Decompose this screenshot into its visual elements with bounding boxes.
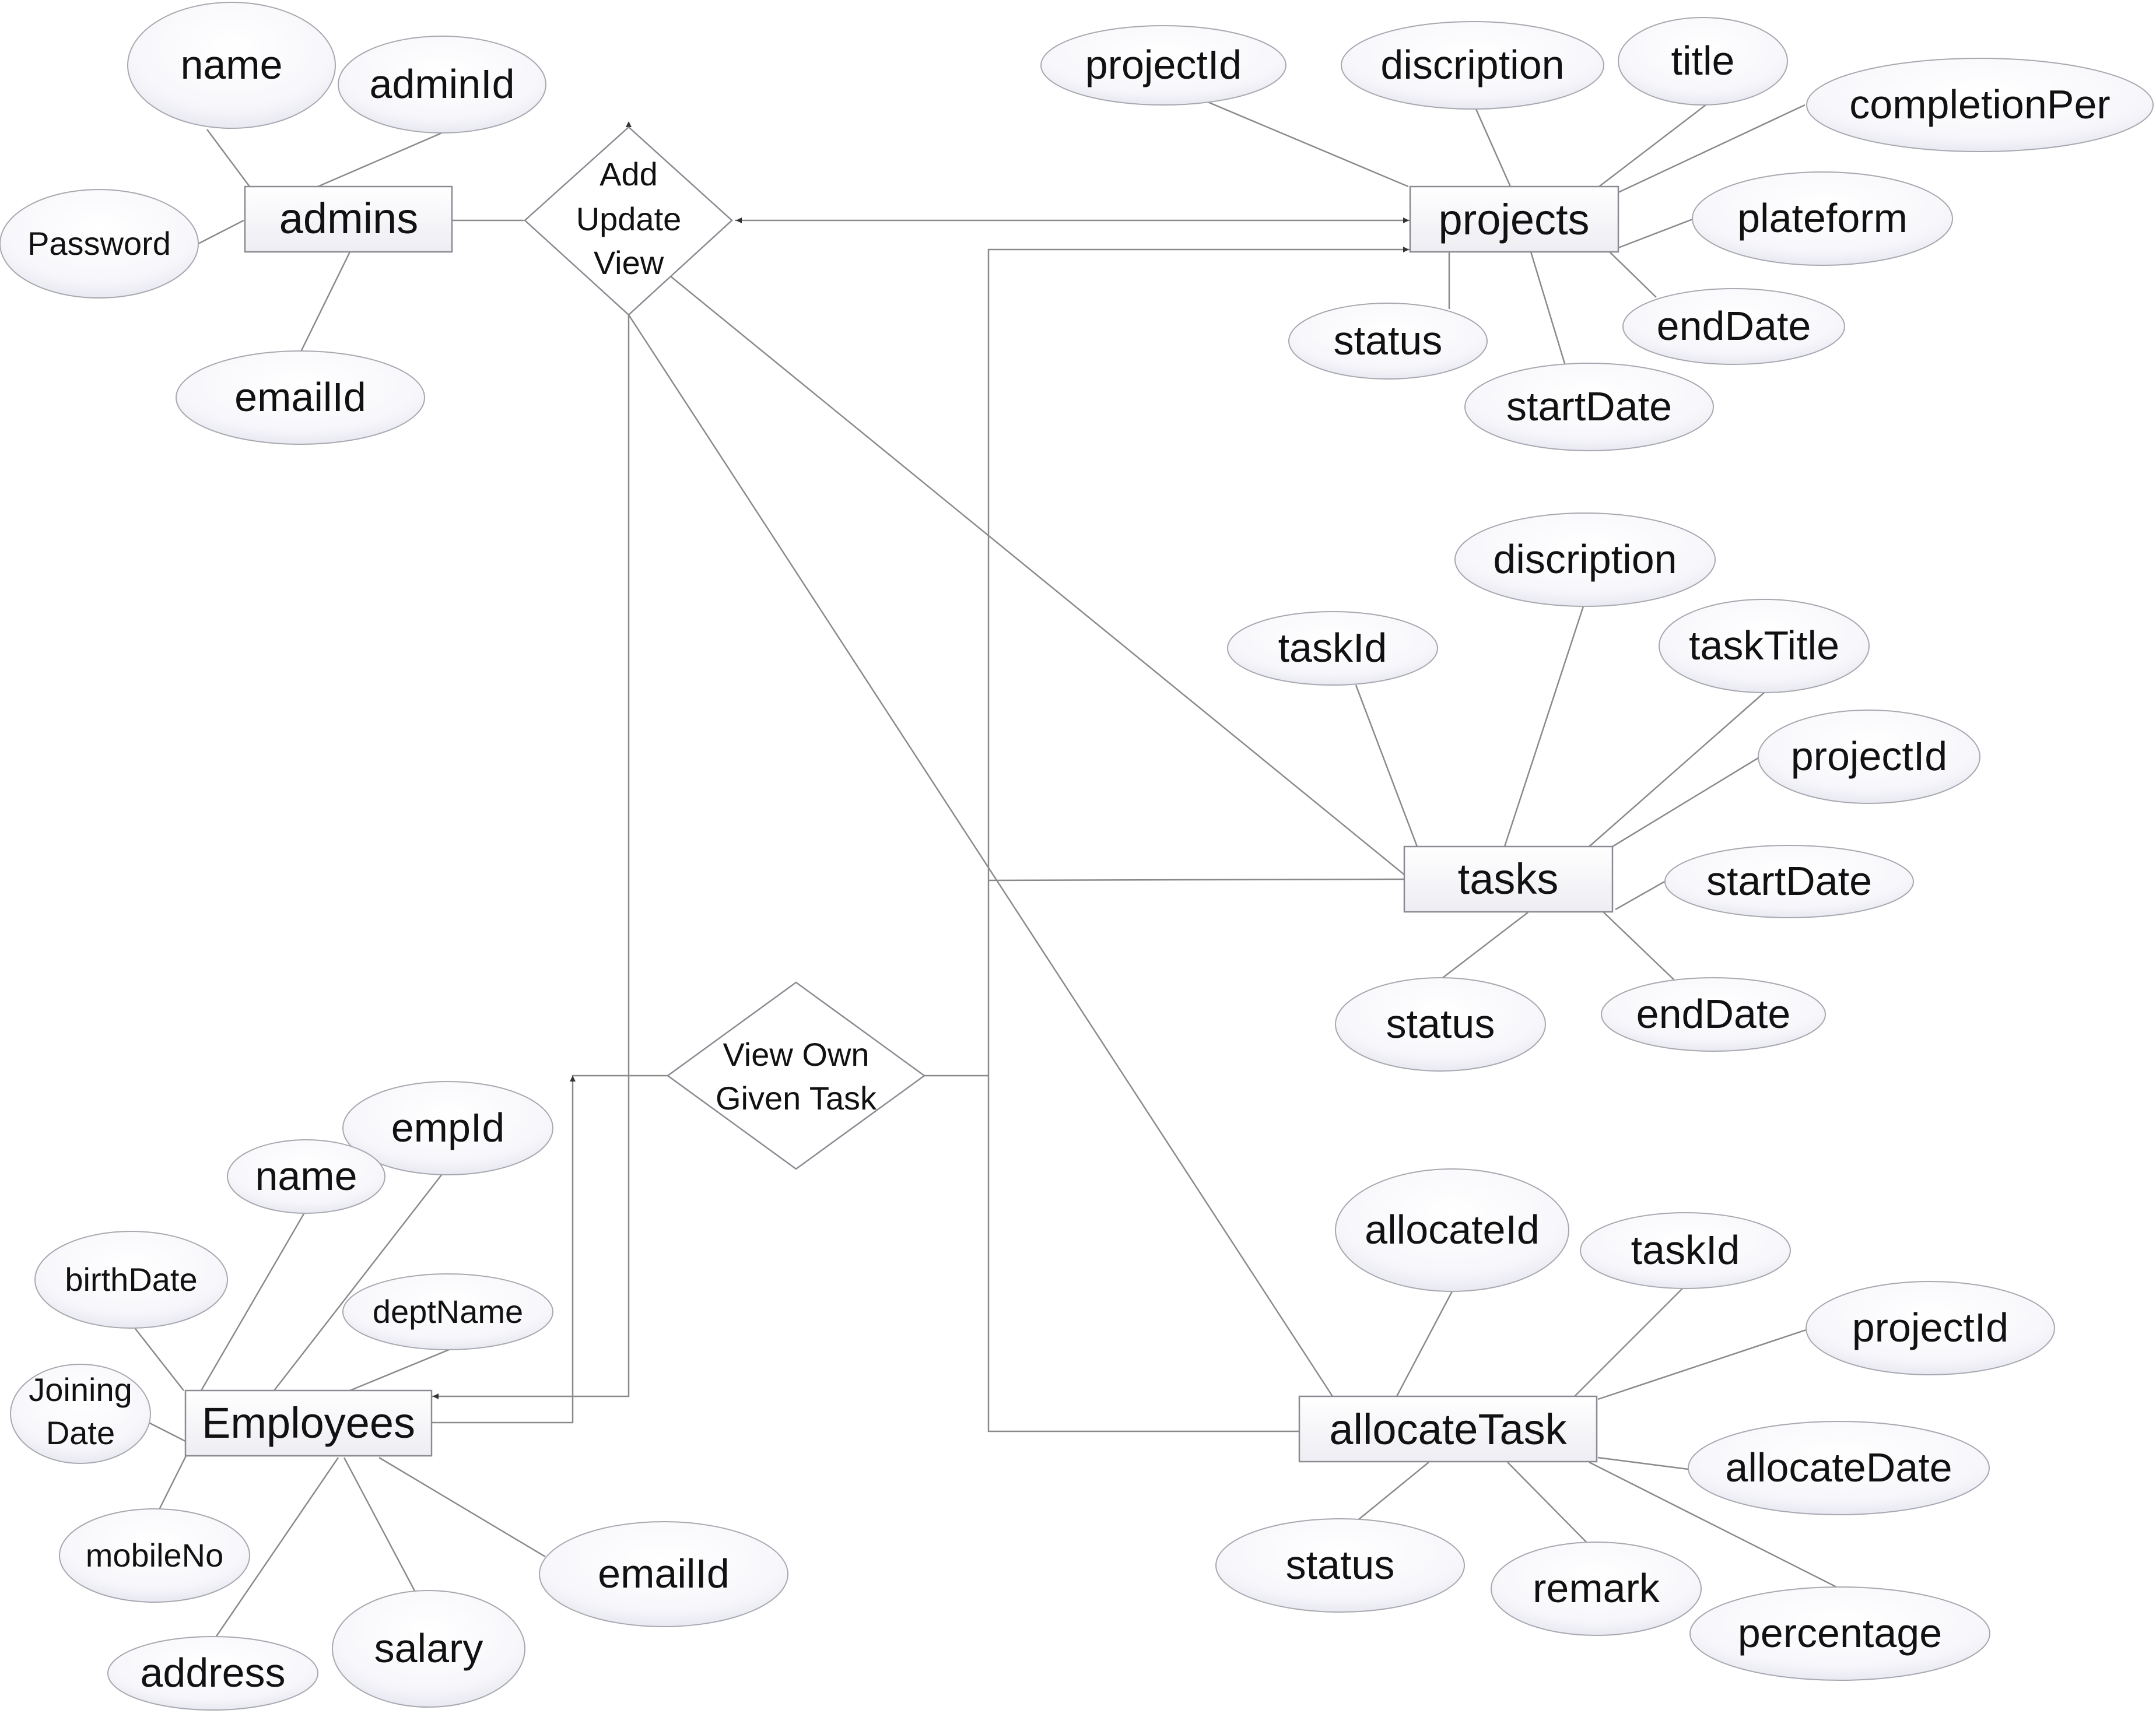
relationship-label-line-1: View Own — [723, 1036, 869, 1073]
attribute-allocate-task-allocate-date[interactable]: allocateDate — [1688, 1421, 1990, 1515]
attribute-tasks-end-date[interactable]: endDate — [1601, 977, 1826, 1052]
attribute-label: taskId — [1631, 1227, 1740, 1273]
attribute-employees-emp-id[interactable]: empId — [342, 1081, 553, 1175]
attribute-label: completionPer — [1849, 82, 2110, 127]
attribute-tasks-discription[interactable]: discription — [1454, 512, 1716, 607]
attribute-label: status — [1386, 1001, 1495, 1047]
attribute-admins-email-id[interactable]: emailId — [176, 350, 425, 445]
relationship-label-line-1: Add — [600, 156, 658, 192]
attribute-projects-start-date[interactable]: startDate — [1464, 363, 1714, 451]
entity-label: tasks — [1458, 855, 1559, 903]
attribute-label: startDate — [1506, 384, 1672, 429]
attribute-tasks-project-id[interactable]: projectId — [1758, 710, 1980, 804]
attribute-label-line-2: Date — [46, 1414, 115, 1451]
attribute-label: adminId — [369, 61, 514, 107]
attribute-allocate-task-project-id[interactable]: projectId — [1806, 1281, 2055, 1375]
entity-admins[interactable]: admins — [244, 185, 453, 253]
attribute-label: mobileNo — [86, 1537, 224, 1574]
attribute-projects-completion-per[interactable]: completionPer — [1806, 58, 2154, 152]
entity-label: Employees — [202, 1399, 415, 1447]
attribute-employees-birth-date[interactable]: birthDate — [34, 1231, 228, 1329]
attribute-label: Password — [27, 225, 171, 262]
attribute-employees-email-id[interactable]: emailId — [539, 1521, 788, 1627]
attribute-label: startDate — [1706, 858, 1872, 904]
relationship-add-update-view[interactable]: Add Update View — [524, 126, 733, 316]
entity-allocate-task[interactable]: allocateTask — [1298, 1395, 1598, 1463]
attribute-label: percentage — [1738, 1610, 1942, 1656]
attribute-label: projectId — [1085, 42, 1242, 87]
attribute-label: status — [1334, 318, 1443, 363]
entity-tasks[interactable]: tasks — [1403, 845, 1614, 913]
attribute-label: endDate — [1636, 991, 1791, 1037]
attribute-label: projectId — [1791, 733, 1947, 779]
attribute-label-line-1: Joining — [29, 1371, 132, 1408]
relationship-label-line-2: Given Task — [716, 1080, 877, 1116]
attribute-label: status — [1286, 1542, 1395, 1588]
attribute-admins-admin-id[interactable]: adminId — [338, 36, 546, 134]
relationship-label-line-2: Update — [576, 201, 682, 237]
attribute-admins-password[interactable]: Password — [0, 189, 199, 299]
entity-label: admins — [279, 194, 419, 243]
attribute-label: discription — [1380, 42, 1564, 87]
attribute-label: discription — [1493, 536, 1677, 582]
attribute-label: emailId — [598, 1551, 730, 1596]
attribute-label: title — [1671, 38, 1735, 83]
attribute-label: salary — [374, 1625, 483, 1671]
attribute-allocate-task-task-id[interactable]: taskId — [1580, 1212, 1791, 1289]
attribute-employees-joining-date[interactable]: Joining Date — [10, 1364, 151, 1464]
attribute-label: deptName — [373, 1293, 523, 1330]
attribute-projects-title[interactable]: title — [1618, 17, 1788, 106]
attribute-label: plateform — [1737, 195, 1908, 241]
attribute-label: projectId — [1852, 1305, 2008, 1350]
attribute-label: remark — [1533, 1565, 1660, 1611]
attribute-projects-status[interactable]: status — [1288, 303, 1488, 380]
entity-label: allocateTask — [1329, 1405, 1567, 1453]
attribute-employees-address[interactable]: address — [107, 1636, 318, 1711]
attribute-projects-plateform[interactable]: plateform — [1692, 171, 1953, 266]
relationship-view-own-given-task[interactable]: View Own Given Task — [666, 981, 926, 1170]
entity-label: projects — [1438, 195, 1589, 244]
attribute-employees-salary[interactable]: salary — [332, 1590, 525, 1708]
attribute-employees-mobile-no[interactable]: mobileNo — [59, 1508, 250, 1603]
attribute-tasks-status[interactable]: status — [1335, 977, 1546, 1072]
attribute-allocate-task-percentage[interactable]: percentage — [1689, 1586, 1990, 1681]
attribute-employees-dept-name[interactable]: deptName — [342, 1273, 553, 1350]
attribute-label: empId — [391, 1105, 505, 1150]
attribute-projects-discription[interactable]: discription — [1341, 21, 1604, 110]
attribute-tasks-start-date[interactable]: startDate — [1664, 845, 1914, 918]
attribute-label: address — [140, 1650, 285, 1695]
attribute-projects-end-date[interactable]: endDate — [1622, 288, 1845, 365]
attribute-label: endDate — [1657, 303, 1811, 349]
entity-projects[interactable]: projects — [1409, 185, 1619, 253]
attribute-projects-project-id[interactable]: projectId — [1040, 25, 1286, 106]
attribute-allocate-task-allocate-id[interactable]: allocateId — [1335, 1168, 1569, 1292]
attribute-tasks-task-id[interactable]: taskId — [1227, 611, 1438, 686]
attribute-tasks-task-title[interactable]: taskTitle — [1659, 599, 1870, 693]
attribute-label: name — [180, 42, 282, 87]
attribute-admins-name[interactable]: name — [127, 2, 336, 129]
attribute-label: emailId — [234, 374, 366, 420]
attribute-label: taskId — [1278, 625, 1387, 670]
attribute-employees-name[interactable]: name — [227, 1139, 385, 1214]
attribute-label: allocateDate — [1725, 1445, 1952, 1490]
relationship-label-line-3: View — [594, 244, 664, 281]
entity-employees[interactable]: Employees — [184, 1389, 433, 1457]
attribute-label: name — [255, 1153, 357, 1199]
attribute-label: taskTitle — [1689, 623, 1839, 668]
attribute-allocate-task-remark[interactable]: remark — [1491, 1542, 1702, 1636]
attribute-label: birthDate — [65, 1261, 197, 1298]
attribute-allocate-task-status[interactable]: status — [1215, 1518, 1465, 1613]
attribute-label: allocateId — [1365, 1207, 1540, 1252]
